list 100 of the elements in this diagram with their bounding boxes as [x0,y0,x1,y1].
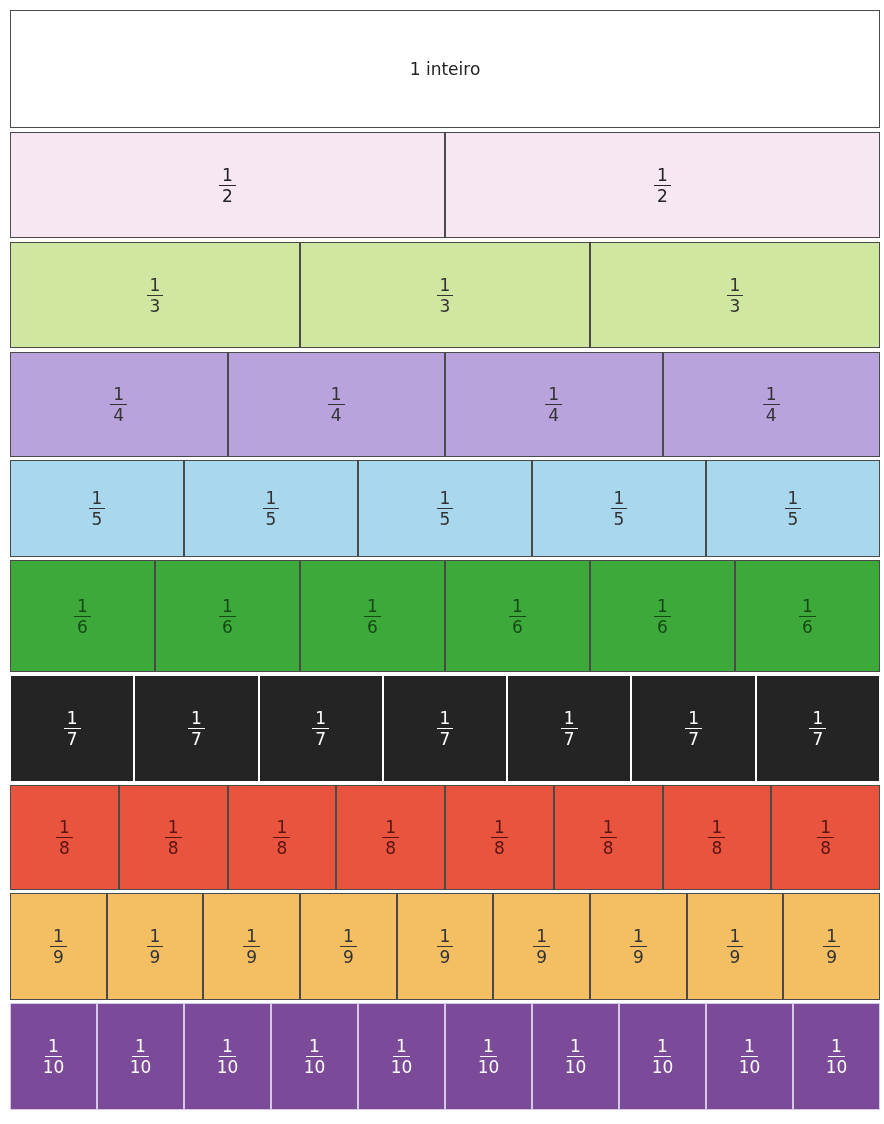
denominator: 3 [148,295,162,316]
numerator: 1 [560,708,578,729]
fraction-tile [686,893,784,1000]
denominator: 8 [710,838,724,858]
denominator: 8 [492,838,506,858]
fraction-tile [134,675,259,782]
fraction-tile [662,785,772,890]
numerator: 1 [110,384,128,405]
denominator: 7 [438,729,452,749]
denominator: 8 [166,838,180,858]
fraction-tile [507,675,632,782]
fraction-tile [735,560,880,672]
numerator: 1 [273,817,291,838]
denominator: 8 [275,838,289,858]
denominator: 8 [819,838,833,858]
fraction-tile [783,893,880,1000]
fraction-tile [271,1003,358,1110]
denominator: 3 [728,295,742,316]
denominator: 3 [438,295,452,316]
numerator: 1 [828,1036,845,1057]
numerator: 1 [164,817,182,838]
denominator: 9 [825,947,839,967]
denominator: 10 [563,1057,588,1077]
denominator: 10 [302,1057,327,1077]
denominator: 9 [51,947,65,967]
fraction-tile [590,242,880,348]
denominator: 4 [547,405,561,425]
numerator: 1 [382,817,400,838]
fraction-tile [358,460,532,557]
numerator: 1 [726,926,744,947]
numerator: 1 [817,817,835,838]
numerator: 1 [55,817,73,838]
fraction-tile [771,785,880,890]
numerator: 1 [610,488,628,509]
numerator: 1 [132,1036,149,1057]
fraction-tile [10,893,107,1000]
fraction-tile [300,893,397,1000]
numerator: 1 [436,274,454,296]
fraction-tile [445,785,554,890]
fraction-tile [300,560,445,672]
fraction-tile [10,460,184,557]
numerator: 1 [741,1036,758,1057]
numerator: 1 [219,1036,236,1057]
denominator: 10 [128,1057,153,1077]
numerator: 1 [436,708,454,729]
numerator: 1 [708,817,726,838]
denominator: 2 [656,185,669,206]
denominator: 10 [389,1057,414,1077]
fraction-tile [184,1003,271,1110]
fraction-tile [300,242,590,348]
denominator: 4 [112,405,126,425]
denominator: 9 [341,947,355,967]
denominator: 4 [764,405,778,425]
fraction-tile [590,560,735,672]
denominator: 8 [601,838,615,858]
numerator: 1 [436,926,454,947]
numerator: 1 [629,926,647,947]
numerator: 1 [654,164,671,186]
numerator: 1 [685,708,702,729]
denominator: 6 [221,616,234,637]
fraction-tile [10,560,155,672]
denominator: 6 [801,616,814,637]
fraction-tile [590,893,687,1000]
denominator: 7 [562,729,576,749]
fraction-tile [10,785,119,890]
denominator: 5 [90,509,104,529]
fraction-tile [118,785,228,890]
numerator: 1 [654,595,671,617]
numerator: 1 [306,1036,323,1057]
fraction-tile [358,1003,445,1110]
denominator: 10 [476,1057,501,1077]
fraction-tile [619,1003,706,1110]
denominator: 9 [438,947,452,967]
denominator: 5 [264,509,278,529]
denominator: 10 [650,1057,675,1077]
fraction-tile [10,675,135,782]
fraction-tile [445,132,880,238]
fraction-tile [10,1003,97,1110]
numerator: 1 [63,708,81,729]
numerator: 1 [45,1036,62,1057]
numerator: 1 [436,488,454,509]
numerator: 1 [509,595,526,617]
denominator: 9 [245,947,259,967]
denominator: 10 [737,1057,762,1077]
numerator: 1 [219,595,236,617]
denominator: 6 [656,616,669,637]
numerator: 1 [784,488,802,509]
numerator: 1 [146,274,164,296]
numerator: 1 [567,1036,584,1057]
numerator: 1 [88,488,106,509]
fraction-tile [227,785,337,890]
numerator: 1 [339,926,357,947]
fraction-tile [155,560,300,672]
fraction-tile [396,893,494,1000]
denominator: 5 [438,509,452,529]
whole-label: 1 inteiro [409,59,481,79]
denominator: 9 [728,947,742,967]
denominator: 4 [329,405,343,425]
fraction-tile [793,1003,880,1110]
whole-bar [10,10,880,128]
